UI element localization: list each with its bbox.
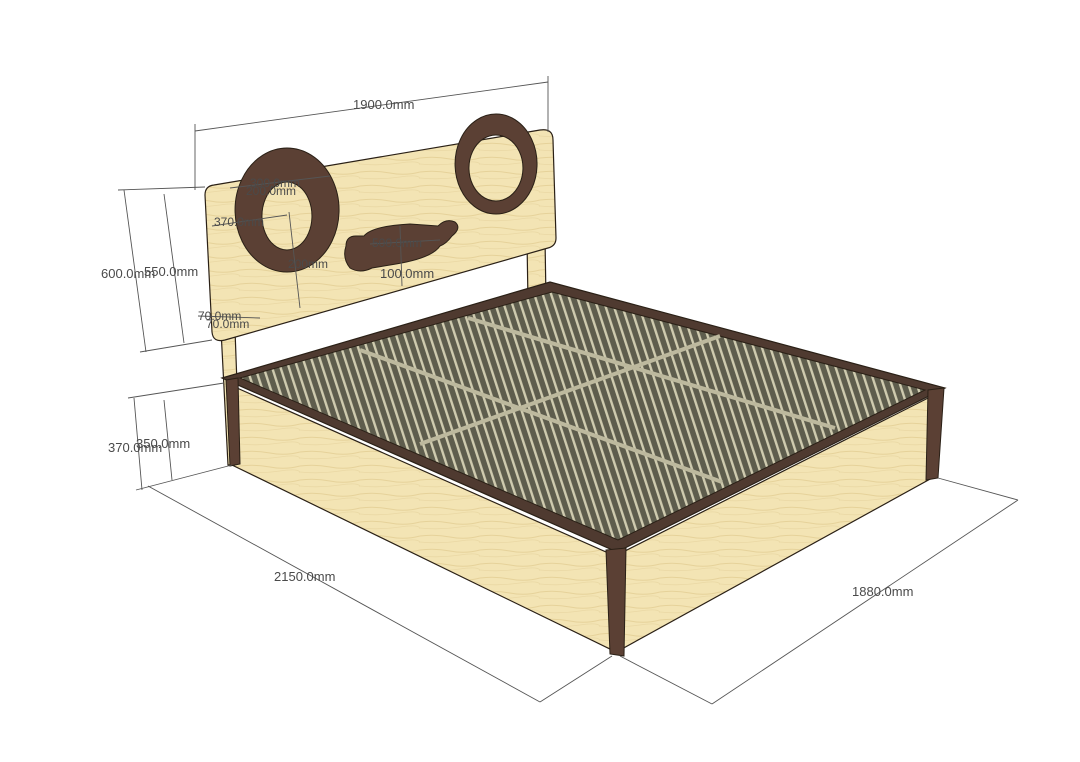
dim-headboard-total-height: 600.0mm — [101, 266, 155, 281]
dim-bed-width: 1880.0mm — [852, 584, 913, 599]
slat-divider-cross — [419, 334, 721, 446]
headboard-handle — [344, 220, 459, 272]
dim-bed-length: 2150.0mm — [274, 569, 335, 584]
dim-headboard-panel-height: 550.0mm — [144, 264, 198, 279]
dim-leg-gap-b: 70.0mm — [206, 317, 249, 331]
dim-headboard-width: 1900.0mm — [353, 97, 414, 112]
dim-handle-length: 500.0mm — [372, 236, 422, 250]
frame-post-right — [925, 387, 945, 481]
slat-area — [238, 291, 927, 541]
dimension-lines — [117, 76, 1019, 705]
dim-ring-outer: 300.0mm — [250, 176, 300, 190]
slat-divider-long — [467, 316, 836, 430]
dim-handle-width: 100.0mm — [380, 266, 434, 281]
dim-frame-side-height: 350.0mm — [136, 436, 190, 451]
dim-ring-offset: 370.0mm — [214, 215, 264, 229]
dim-leg-gap-a: 70.0mm — [198, 309, 241, 323]
dim-ring-vertical: 200mm — [288, 257, 328, 271]
frame-post-front — [605, 547, 627, 657]
frame-post-left — [225, 377, 241, 467]
headboard-ring-left — [234, 147, 340, 273]
dim-ring-inner: 200.0mm — [246, 184, 296, 198]
slat-divider-short-a — [359, 348, 723, 484]
headboard-ring-right — [454, 113, 538, 215]
dim-frame-total-height: 370.0mm — [108, 440, 162, 455]
